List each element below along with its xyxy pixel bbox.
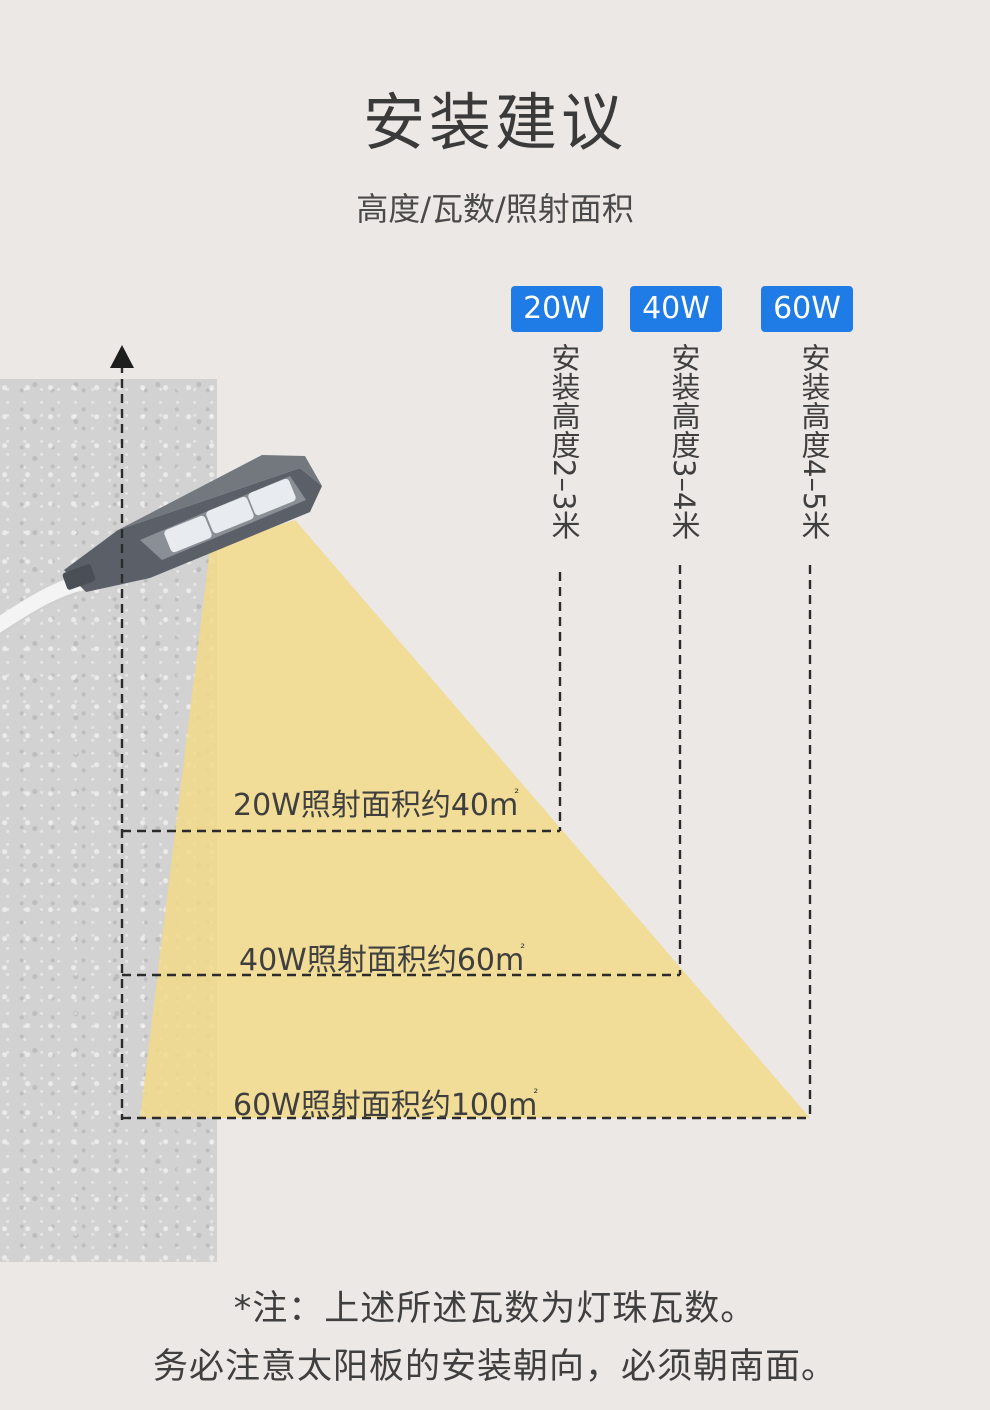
page-subtitle: 高度/瓦数/照射面积 [356, 190, 634, 228]
badge-40w: 40W [630, 286, 722, 332]
height-label-40w: 安装高度3–4米 [667, 343, 701, 540]
area-label-60w: 60W照射面积约100m² [233, 1086, 539, 1123]
height-label-20w: 安装高度2–3米 [547, 343, 581, 540]
area-label-40w: 40W照射面积约60m² [239, 941, 526, 978]
height-label-60w: 安装高度4–5米 [797, 343, 831, 540]
area-label-20w: 20W照射面积约40m² [233, 786, 520, 823]
lamp-pole [0, 575, 88, 633]
note-line-1: *注：上述所述瓦数为灯珠瓦数。 [233, 1289, 757, 1329]
badge-60w: 60W [761, 286, 853, 332]
page-title: 安装建议 [362, 86, 627, 159]
badge-20w: 20W [511, 286, 603, 332]
solar-street-lamp-icon [62, 455, 322, 592]
note-line-2: 务必注意太阳板的安装朝向，必须朝南面。 [152, 1347, 837, 1387]
light-beam [140, 520, 810, 1118]
arrow-up-icon [110, 345, 134, 368]
